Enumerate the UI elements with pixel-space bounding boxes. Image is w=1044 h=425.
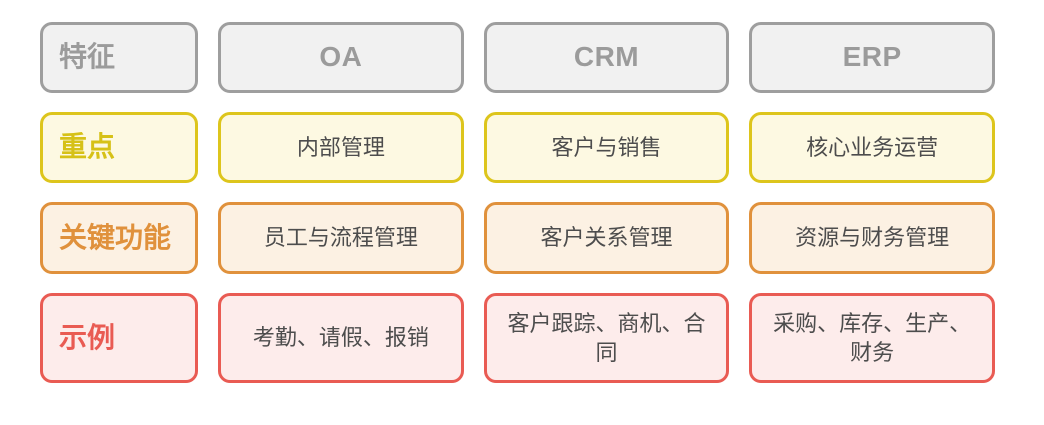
cell-examples-crm: 客户跟踪、商机、合同 (483, 293, 730, 383)
header-cell-crm: CRM (483, 22, 730, 93)
cell-key-functions-crm: 客户关系管理 (483, 202, 730, 274)
row-label-key-functions: 关键功能 (40, 202, 198, 274)
cell-examples-erp: 采购、库存、生产、财务 (749, 293, 995, 383)
cell-focus-erp: 核心业务运营 (749, 112, 995, 183)
cell-key-functions-oa: 员工与流程管理 (218, 202, 464, 274)
header-cell-feature: 特征 (40, 22, 198, 93)
row-label-focus: 重点 (40, 112, 198, 183)
header-cell-oa: OA (218, 22, 464, 93)
cell-examples-oa: 考勤、请假、报销 (218, 293, 464, 383)
cell-focus-oa: 内部管理 (218, 112, 464, 183)
row-label-examples: 示例 (40, 293, 198, 383)
header-cell-erp: ERP (749, 22, 995, 93)
cell-focus-crm: 客户与销售 (483, 112, 730, 183)
cell-key-functions-erp: 资源与财务管理 (749, 202, 995, 274)
